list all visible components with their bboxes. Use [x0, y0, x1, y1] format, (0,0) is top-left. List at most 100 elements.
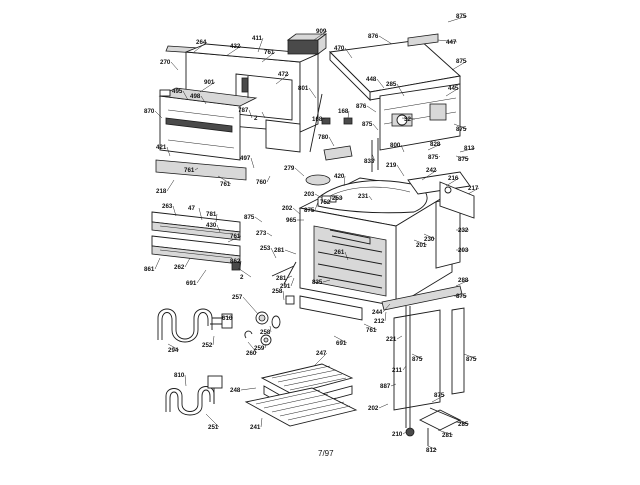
callout-label: 472	[278, 71, 289, 78]
callout-leader	[261, 111, 266, 119]
callout-label: 242	[426, 167, 437, 174]
callout-label: 221	[386, 336, 397, 343]
callout-leader	[193, 41, 208, 53]
callout-leader	[455, 421, 470, 425]
callout-leader	[237, 267, 252, 278]
callout-label: 218	[156, 188, 167, 195]
callout-leader	[261, 51, 276, 63]
callout-label: 258	[260, 329, 271, 336]
callout-label: 288	[458, 277, 469, 284]
callout-leader	[205, 413, 220, 428]
callout-label: 447	[446, 39, 457, 46]
bottom-sill	[299, 295, 363, 321]
callout-label: 247	[316, 350, 327, 357]
callout-label: 761	[366, 327, 377, 334]
callout-label: 281	[274, 247, 285, 254]
callout-leader	[314, 193, 323, 199]
callout-label: 833	[364, 158, 375, 165]
callout-label: 875	[412, 356, 423, 363]
callout-label: 610	[222, 315, 233, 322]
rail-clip	[231, 261, 241, 271]
side-panel-221	[393, 309, 441, 411]
callout-label: 430	[206, 222, 217, 229]
callout-label: 232	[458, 227, 469, 234]
callout-label: 263	[162, 203, 173, 210]
callout-label: 168	[312, 116, 323, 123]
callout-label: 875	[434, 392, 445, 399]
callout-leader	[445, 87, 460, 97]
clip	[244, 330, 253, 339]
callout-label: 875	[456, 58, 467, 65]
callout-label: 448	[366, 76, 377, 83]
callout-leader	[437, 429, 454, 436]
callout-leader	[396, 83, 405, 97]
callout-leader	[196, 269, 207, 284]
callout-label: 787	[238, 107, 249, 114]
callout-label: 411	[252, 35, 263, 42]
callout-label: 810	[174, 372, 185, 379]
callout-leader	[372, 123, 379, 131]
callout-leader	[284, 249, 297, 255]
hinge-bracket	[418, 409, 462, 431]
callout-leader	[413, 239, 428, 246]
callout-leader	[396, 164, 405, 177]
callout-label: 828	[430, 141, 441, 148]
callout-leader	[363, 323, 378, 331]
callout-leader	[343, 175, 346, 187]
callout-leader	[467, 187, 480, 195]
callout-label: 291	[280, 283, 291, 290]
bottom-trim	[155, 159, 247, 181]
callout-leader	[172, 205, 177, 217]
callout-label: 909	[316, 28, 327, 35]
callout-label: 800	[390, 142, 401, 149]
callout-leader	[170, 61, 179, 71]
broiler-pan-and-rack	[244, 363, 358, 427]
callout-label: 781	[206, 211, 217, 218]
top-bracket	[407, 171, 471, 195]
screw	[285, 295, 295, 305]
callout-leader	[313, 352, 328, 367]
callout-label: 219	[386, 162, 397, 169]
callout-leader	[427, 143, 442, 151]
callout-label: 202	[282, 205, 293, 212]
callout-leader	[257, 37, 264, 53]
callout-leader	[275, 73, 290, 85]
callout-leader	[329, 195, 332, 203]
callout-label: 262	[174, 264, 185, 271]
callout-leader	[215, 213, 218, 223]
callout-leader	[378, 403, 389, 409]
callout-leader	[198, 207, 203, 221]
callout-label: 168	[338, 108, 349, 115]
callout-leader	[270, 247, 277, 259]
callout-label: 211	[392, 367, 403, 374]
callout-label: 870	[144, 108, 155, 115]
callout-label: 887	[380, 383, 391, 390]
callout-leader	[240, 387, 257, 391]
callout-label: 965	[286, 217, 297, 224]
callout-leader	[221, 315, 234, 319]
callout-labels: 2644324117619094708764478758752709014724…	[144, 13, 480, 454]
callout-label: 257	[232, 294, 243, 301]
callout-label: 258	[272, 288, 283, 295]
callout-label: 32	[404, 116, 411, 123]
callout-leader	[216, 224, 221, 233]
callout-label: 230	[424, 236, 435, 243]
callout-leader	[438, 155, 441, 158]
callout-leader	[328, 136, 335, 147]
small-parts	[244, 261, 297, 346]
callout-label: 801	[298, 85, 309, 92]
callout-leader	[182, 90, 189, 101]
callout-leader	[376, 78, 385, 89]
callout-leader	[167, 343, 180, 351]
callout-leader	[411, 353, 424, 360]
callout-label: 445	[448, 85, 459, 92]
top-panel-assembly	[329, 33, 461, 172]
callout-leader	[322, 117, 327, 120]
callout-label: 203	[458, 247, 469, 254]
callout-label: 285	[386, 81, 397, 88]
callout-label: 498	[190, 93, 201, 100]
callout-leader	[250, 157, 255, 169]
callout-leader	[390, 383, 397, 387]
callout-leader	[290, 277, 295, 287]
callout-leader	[308, 87, 317, 99]
